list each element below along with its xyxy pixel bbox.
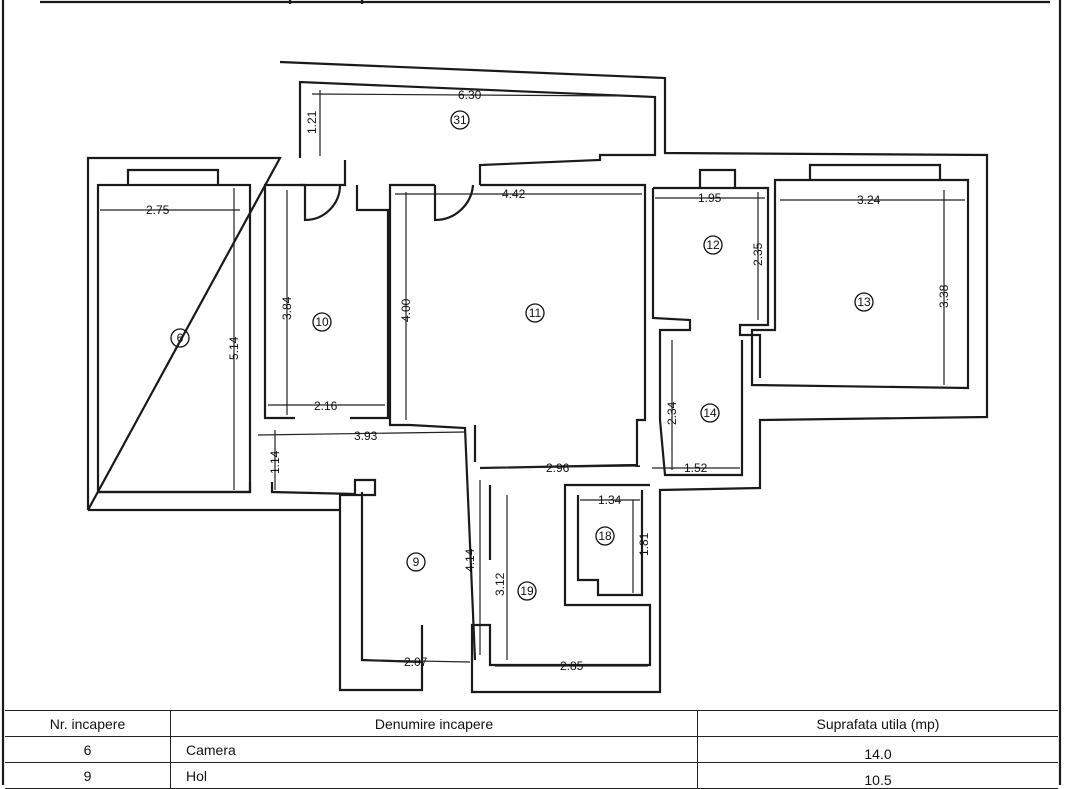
dim-1-95: 1.95	[698, 191, 722, 205]
dim-6-30: 6.30	[458, 88, 482, 102]
room-name: Camera	[171, 737, 698, 762]
dim-1-81: 1.81	[637, 532, 651, 556]
room-marker-9: 9	[406, 552, 426, 572]
room-6-window	[126, 168, 220, 185]
svg-text:19: 19	[520, 584, 534, 598]
room-area: 14.0	[864, 746, 892, 762]
dim-2-34: 2.34	[665, 401, 679, 425]
room-name: Hol	[171, 763, 698, 788]
header-room-area: Suprafata utila (mp)	[816, 715, 940, 732]
dim-2-07: 2.07	[404, 655, 428, 669]
dim-1-52: 1.52	[684, 461, 708, 475]
svg-text:31: 31	[453, 113, 467, 127]
table-row: 6 Camera 14.0	[5, 737, 1058, 763]
room-marker-19: 19	[517, 581, 537, 601]
dim-3-38: 3.38	[937, 284, 951, 308]
hall-9-outline	[360, 425, 477, 664]
dim-3-12: 3.12	[493, 572, 507, 596]
room-18-outline	[576, 490, 644, 597]
room-12-window	[698, 168, 737, 188]
room-31-outline	[298, 80, 657, 187]
dim-3-24: 3.24	[857, 193, 881, 207]
dim-4-00: 4.00	[399, 298, 413, 322]
svg-text:18: 18	[598, 529, 612, 543]
outer-wall	[86, 60, 989, 694]
dim-1-14: 1.14	[268, 450, 282, 474]
svg-text:6: 6	[177, 331, 184, 345]
room-marker-13: 13	[854, 292, 874, 312]
room-6-outline	[96, 183, 252, 494]
dim-4-42: 4.42	[502, 187, 526, 201]
room-marker-31: 31	[450, 110, 470, 130]
dim-2-35: 2.35	[751, 242, 765, 266]
dim-2-16: 2.16	[314, 399, 338, 413]
svg-text:11: 11	[529, 306, 542, 320]
svg-text:9: 9	[413, 555, 420, 569]
svg-text:13: 13	[857, 295, 871, 309]
door-swing-10	[303, 184, 342, 222]
header-room-number: Nr. incapere	[5, 711, 171, 736]
svg-text:10: 10	[315, 315, 329, 329]
header-room-name: Denumire incapere	[171, 711, 698, 736]
dim-3-93: 3.93	[354, 429, 378, 443]
rooms-table: Nr. incapere Denumire incapere Suprafata…	[5, 710, 1058, 789]
svg-text:12: 12	[706, 238, 720, 252]
room-marker-18: 18	[595, 526, 615, 546]
dim-2-85: 2.85	[560, 659, 584, 673]
room-13-window	[808, 163, 942, 180]
room-area: 10.5	[864, 772, 892, 788]
dim-3-84: 3.84	[280, 296, 294, 320]
top-table-edge	[40, 0, 1050, 4]
room-marker-10: 10	[312, 312, 332, 332]
dim-5-14: 5.14	[227, 336, 241, 360]
dim-1-21: 1.21	[305, 110, 319, 134]
room-marker-6: 6	[170, 328, 190, 348]
dim-2-96: 2.96	[546, 461, 570, 475]
room-10-outline	[263, 183, 390, 420]
table-row: 9 Hol 10.5	[5, 763, 1058, 789]
door-swing-11	[433, 184, 475, 222]
room-19-outline	[478, 483, 652, 667]
dimension-lines	[100, 90, 965, 667]
room-11-outline	[388, 183, 647, 661]
table-header-row: Nr. incapere Denumire incapere Suprafata…	[5, 710, 1058, 737]
dim-4-14: 4.14	[463, 548, 477, 572]
dim-2-75: 2.75	[146, 203, 170, 217]
room-number: 6	[5, 737, 171, 762]
room-marker-11: 11	[525, 303, 545, 323]
dim-1-34: 1.34	[598, 493, 622, 507]
room-number: 9	[5, 763, 171, 788]
room-marker-14: 14	[700, 403, 720, 423]
room-12-14-outline	[651, 186, 770, 477]
room-13-outline	[750, 178, 970, 390]
svg-text:14: 14	[703, 406, 717, 420]
room-marker-12: 12	[703, 235, 723, 255]
